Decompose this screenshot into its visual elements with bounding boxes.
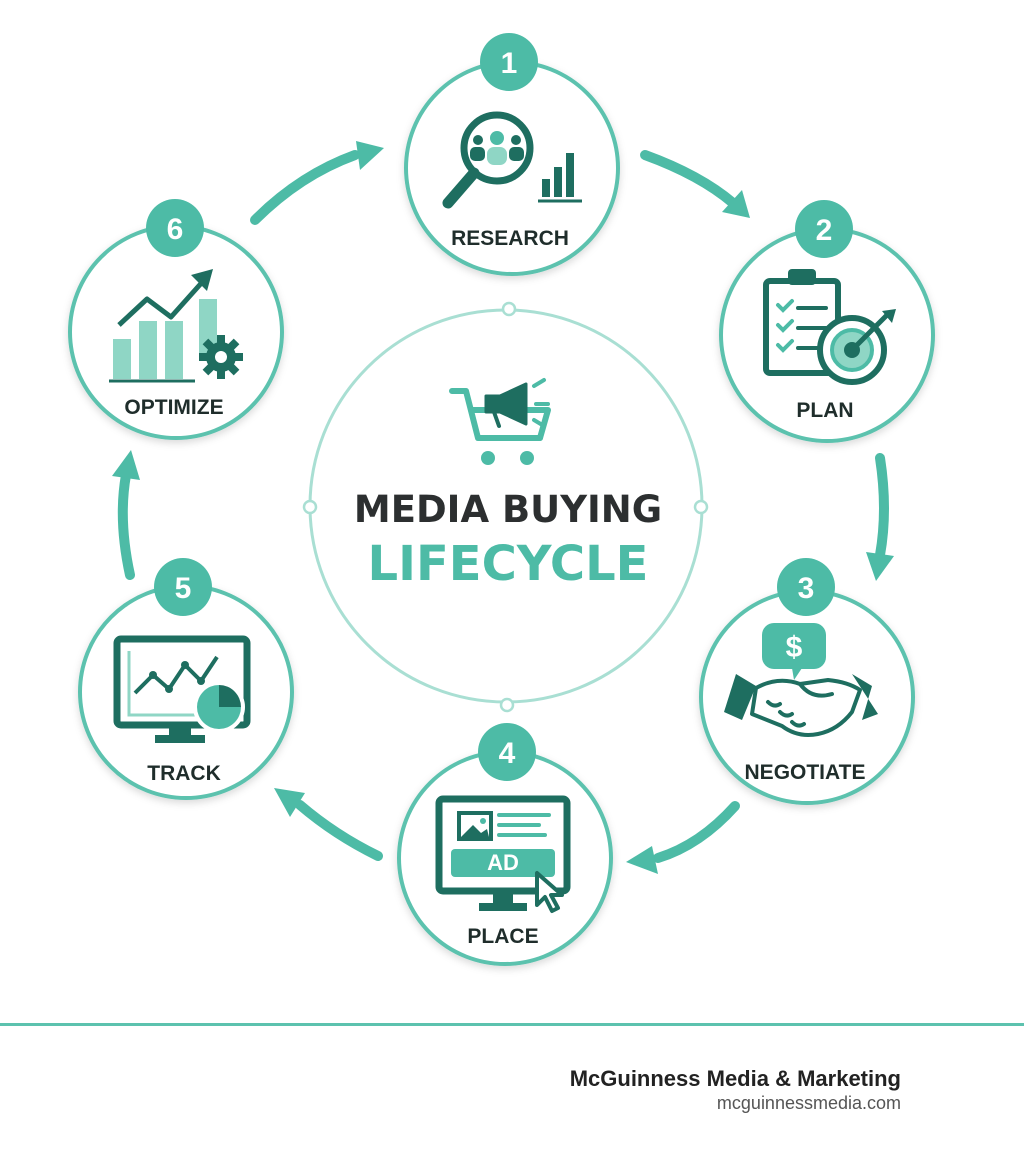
center-hub: MEDIA BUYING LIFECYCLE	[302, 301, 709, 713]
footer-divider	[0, 1023, 1024, 1026]
cycle-arrows	[112, 141, 894, 874]
step-number: 4	[499, 737, 516, 770]
monitor-analytics-icon	[113, 635, 251, 743]
title-line-1: MEDIA BUYING	[354, 488, 662, 531]
step-label: TRACK	[147, 762, 221, 785]
cart-megaphone-icon	[449, 378, 551, 465]
svg-text:$: $	[786, 631, 803, 664]
step-number: 6	[167, 213, 184, 246]
step-number-badge	[777, 558, 835, 616]
magnifier-people-icon	[442, 111, 582, 209]
step-label: RESEARCH	[451, 227, 569, 250]
step-number-badge	[478, 723, 536, 781]
step-number-badge	[795, 200, 853, 258]
step-number: 2	[816, 214, 833, 247]
monitor-ad-icon: AD	[435, 795, 571, 913]
step-label: PLACE	[467, 925, 538, 948]
step-number: 1	[501, 47, 518, 80]
chart-gear-icon	[109, 269, 243, 383]
svg-text:AD: AD	[487, 850, 519, 875]
step-number-badge	[154, 558, 212, 616]
step-number: 5	[175, 572, 192, 605]
handshake-dollar-icon: $	[724, 623, 878, 737]
company-url[interactable]: mcguinnessmedia.com	[716, 1093, 901, 1113]
step-number: 3	[798, 572, 815, 605]
step-number-badge	[146, 199, 204, 257]
step-label: OPTIMIZE	[124, 396, 223, 419]
step-label: NEGOTIATE	[745, 761, 866, 784]
step-number-badge	[480, 33, 538, 91]
footer-brand: McGuinness Media & Marketing mcguinnessm…	[570, 1066, 901, 1114]
company-name: McGuinness Media & Marketing	[569, 1066, 901, 1091]
clipboard-target-icon	[763, 269, 896, 385]
step-label: PLAN	[796, 399, 853, 422]
title-line-2: LIFECYCLE	[368, 536, 649, 592]
